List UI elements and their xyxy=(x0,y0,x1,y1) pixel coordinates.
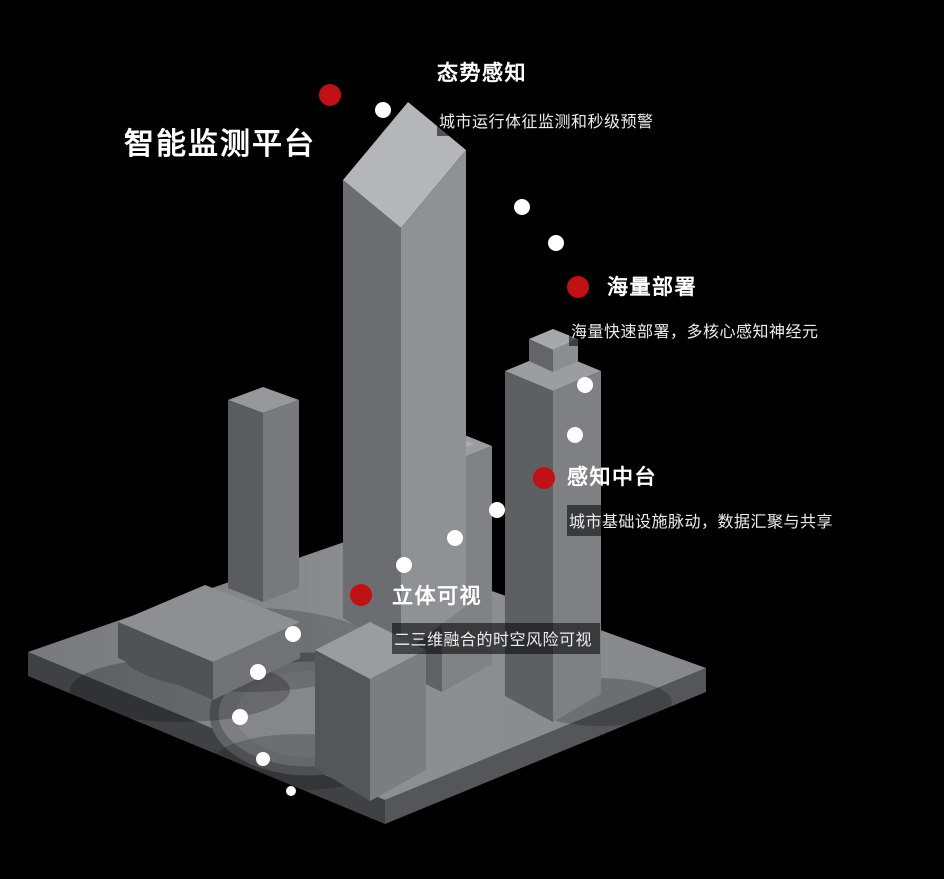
tower-main-right-face xyxy=(401,150,466,655)
annotation-label: 立体可视 xyxy=(392,585,482,608)
platform-right-side xyxy=(385,668,706,824)
trail-dot xyxy=(514,199,530,215)
annotation-desc: 城市运行体征监测和秒级预警 xyxy=(437,105,662,136)
tower-main-left-face xyxy=(343,180,401,655)
slab-building-top xyxy=(118,585,300,662)
trail-dot xyxy=(256,752,270,766)
trail-dot xyxy=(447,530,463,546)
trail-dot xyxy=(375,102,391,118)
annotation-mass-deployment: 海量部署 海量快速部署，多核心感知神经元 xyxy=(569,271,827,346)
annotation-desc: 海量快速部署，多核心感知神经元 xyxy=(569,315,827,346)
tower-right-cap-top xyxy=(529,329,578,350)
tower-back-left-right-face xyxy=(263,400,299,602)
trail-dot xyxy=(548,235,564,251)
annotation-situational-awareness: 态势感知 城市运行体征监测和秒级预警 xyxy=(437,57,662,136)
page-title: 智能监测平台 xyxy=(124,128,316,161)
red-marker-dot xyxy=(567,276,589,298)
annotation-label: 态势感知 xyxy=(437,62,527,85)
trail-dot xyxy=(285,626,301,642)
trail-dot xyxy=(567,427,583,443)
tower-main-roof xyxy=(343,102,466,228)
trail-dot xyxy=(286,786,296,796)
slab-building-right-face xyxy=(213,622,300,700)
red-marker-dot xyxy=(350,584,372,606)
annotation-perception-middle-platform: 感知中台 城市基础设施脉动，数据汇聚与共享 xyxy=(567,461,842,536)
trail-dot xyxy=(232,709,248,725)
annotation-desc: 城市基础设施脉动，数据汇聚与共享 xyxy=(567,505,842,536)
tower-right-cap-left-face xyxy=(529,339,553,372)
red-marker-dot xyxy=(533,467,555,489)
red-marker-dot xyxy=(319,84,341,106)
annotation-stereo-visualization: 立体可视 二三维融合的时空风险可视 xyxy=(392,580,601,654)
trail-dot xyxy=(577,377,593,393)
trail-dot xyxy=(489,502,505,518)
slab-building-left-face xyxy=(118,622,213,700)
tower-back-left-left-face xyxy=(228,400,263,602)
building-front-right-face xyxy=(370,650,426,801)
building-front-left-face xyxy=(315,650,370,801)
tower-right-cap-right-face xyxy=(553,339,578,372)
trail-dot xyxy=(250,664,266,680)
trail-dot xyxy=(396,557,412,573)
annotation-label: 海量部署 xyxy=(607,276,697,299)
annotation-desc: 二三维融合的时空风险可视 xyxy=(392,623,601,654)
annotation-label: 感知中台 xyxy=(567,466,657,489)
tower-back-left-top xyxy=(228,387,299,413)
platform-left-side xyxy=(28,652,385,824)
